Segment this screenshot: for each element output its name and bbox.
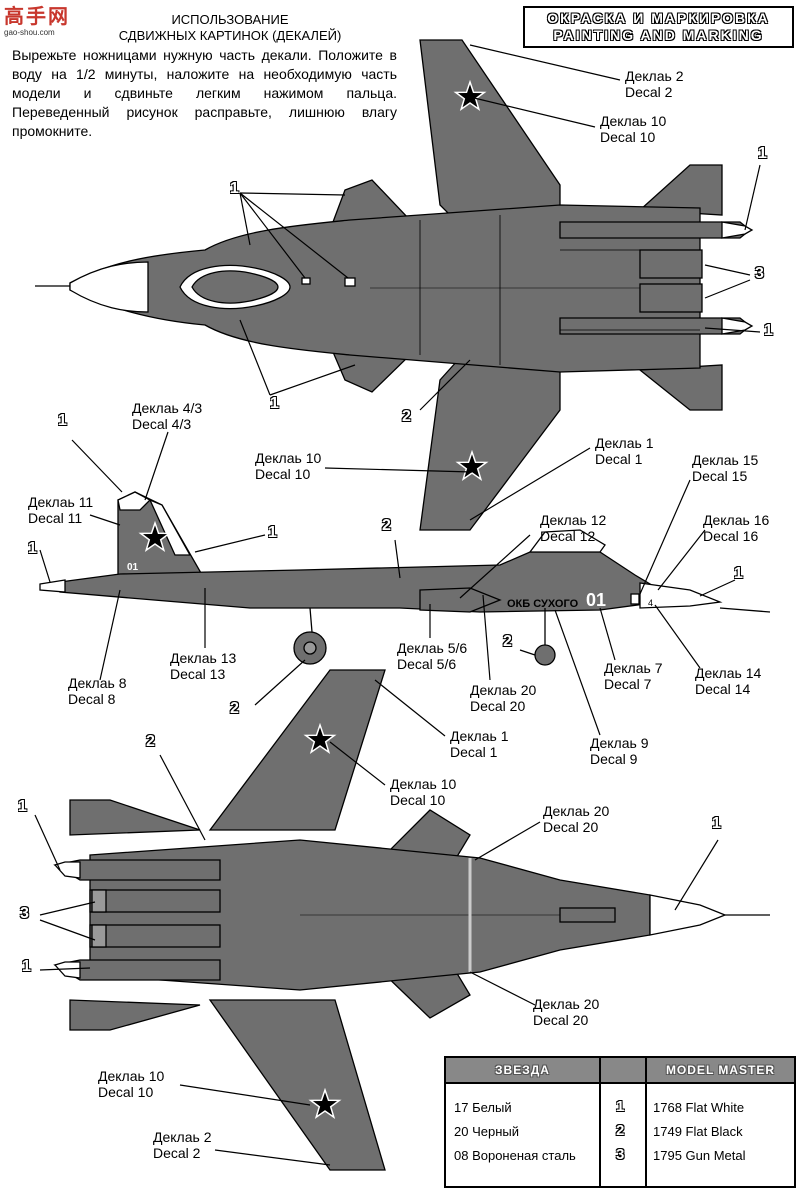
paint-2-nose-gear: 2 <box>503 633 512 650</box>
legend-row3-num: 3 <box>616 1146 625 1163</box>
bottom-view-upper-wing <box>208 669 386 831</box>
paint-1-top-lower: 1 <box>270 395 279 412</box>
bottom-view <box>53 669 770 1171</box>
paint-1-bottom-engine-upper: 1 <box>18 798 27 815</box>
nose-small-mark: 4 <box>648 598 654 608</box>
title-ru: ОКРАСКА И МАРКИРОВКА <box>547 10 770 26</box>
leader-lines <box>34 44 761 1166</box>
top-view-nose-cone <box>69 261 149 313</box>
bottom-view-upper-stab <box>69 799 201 836</box>
board-number: 01 <box>586 590 607 610</box>
paint-1-bottom-nose: 1 <box>712 815 721 832</box>
top-view-fuselage <box>69 204 701 373</box>
bottom-view-lower-stab <box>69 999 201 1031</box>
tail-number: 01 <box>127 562 139 573</box>
side-view-intake <box>419 587 502 613</box>
paint-1-tailcone: 1 <box>28 540 37 557</box>
logo-chars: 高手网 <box>4 6 70 28</box>
usage-title-line1: ИСПОЛЬЗОВАНИЕ <box>171 12 289 27</box>
paint-legend: ЗВЕЗДА MODEL MASTER 17 Белый 1 1768 Flat… <box>444 1056 796 1188</box>
legend-row1-num: 1 <box>616 1098 625 1115</box>
painting-title-box: ОКРАСКА И МАРКИРОВКА PAINTING AND MARKIN… <box>523 6 794 48</box>
paint-2-side: 2 <box>382 517 391 534</box>
paint-3-top: 3 <box>755 265 764 282</box>
paint-2-bottom: 2 <box>146 733 155 750</box>
paint-2-top: 2 <box>402 408 411 425</box>
legend-col-zvezda: ЗВЕЗДА <box>446 1058 599 1084</box>
title-en: PAINTING AND MARKING <box>553 27 764 43</box>
legend-row1-zvezda: 17 Белый <box>454 1100 512 1115</box>
top-view-lower-stab <box>638 364 723 411</box>
site-logo: 高手网 gao-shou.com <box>4 6 74 40</box>
side-view-canopy <box>528 529 606 553</box>
bottom-view-lower-wing <box>208 999 386 1171</box>
side-view-nose <box>639 582 723 609</box>
legend-row1-mm: 1768 Flat White <box>653 1100 745 1115</box>
paint-1-top-canards: 1 <box>230 180 239 197</box>
side-view-tail-cone <box>39 579 66 593</box>
usage-instructions: Вырежьте ножницами нужную часть декали. … <box>12 47 397 139</box>
paint-1-nose: 1 <box>734 565 743 582</box>
paint-1-fin: 1 <box>58 412 67 429</box>
paint-3-bottom: 3 <box>20 905 29 922</box>
legend-row2-num: 2 <box>616 1122 625 1139</box>
paint-1-top-engine-lower: 1 <box>764 322 773 339</box>
logo-url: gao-shou.com <box>4 28 55 37</box>
usage-title: ИСПОЛЬЗОВАНИЕ СДВИЖНЫХ КАРТИНОК (ДЕКАЛЕЙ… <box>110 12 350 44</box>
bottom-view-nose-cone <box>649 894 727 936</box>
legend-row2-zvezda: 20 Черный <box>454 1124 519 1139</box>
paint-2-main-gear: 2 <box>230 700 239 717</box>
okb-marking: ОКБ СУХОГО <box>507 598 579 610</box>
legend-row3-mm: 1795 Gun Metal <box>653 1148 746 1163</box>
legend-col-model-master: MODEL MASTER <box>647 1058 794 1084</box>
legend-row3-zvezda: 08 Вороненая сталь <box>454 1148 576 1163</box>
legend-row2-mm: 1749 Flat Black <box>653 1124 743 1139</box>
paint-1-fin-stripe: 1 <box>268 524 277 541</box>
usage-title-line2: СДВИЖНЫХ КАРТИНОК (ДЕКАЛЕЙ) <box>118 28 342 43</box>
paint-1-top-engine-upper: 1 <box>758 145 767 162</box>
paint-1-bottom-engine-lower: 1 <box>22 958 31 975</box>
